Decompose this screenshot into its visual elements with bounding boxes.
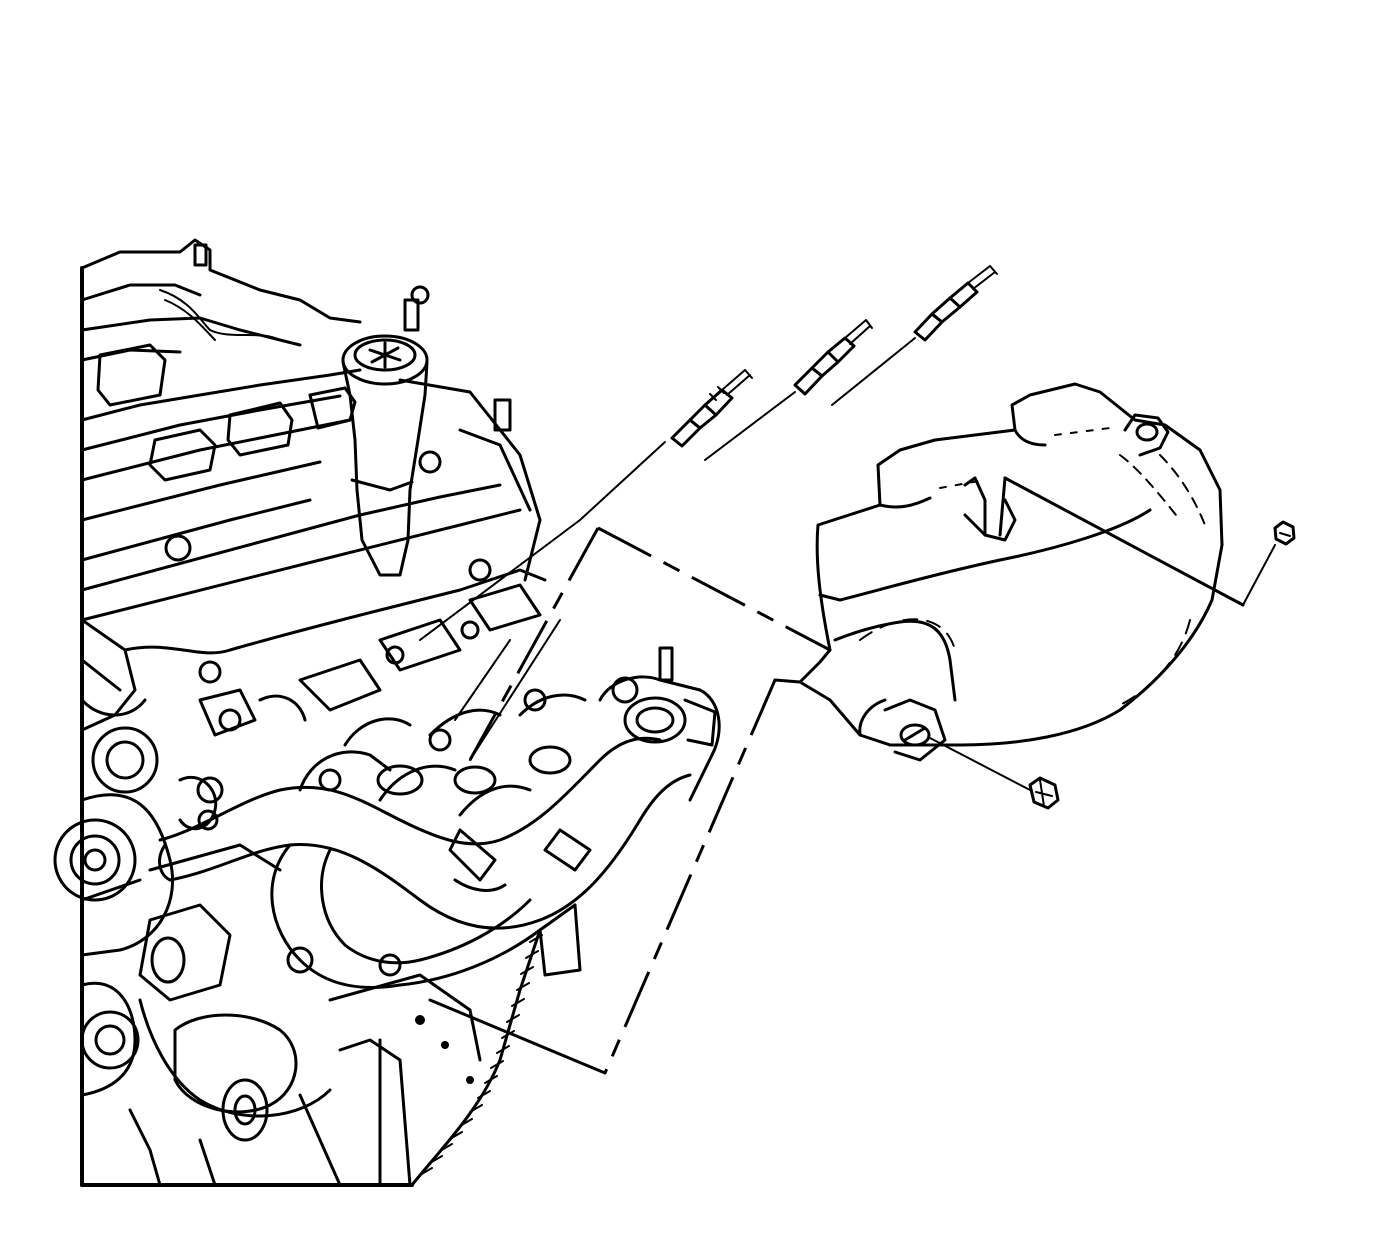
- engine-block: [53, 238, 547, 1187]
- heat-shield-bolt-lower: [929, 737, 1060, 810]
- exhaust-manifold: [158, 646, 721, 989]
- manifold-stud-1: [419, 369, 753, 641]
- heat-shield: [798, 382, 1224, 762]
- oil-filler-cap: [341, 334, 429, 577]
- alignment-lines: [428, 476, 1245, 1075]
- manifold-stud-3: [831, 265, 998, 406]
- manifold-stud-2: [704, 319, 873, 461]
- heat-shield-bolt-upper: [1242, 520, 1296, 606]
